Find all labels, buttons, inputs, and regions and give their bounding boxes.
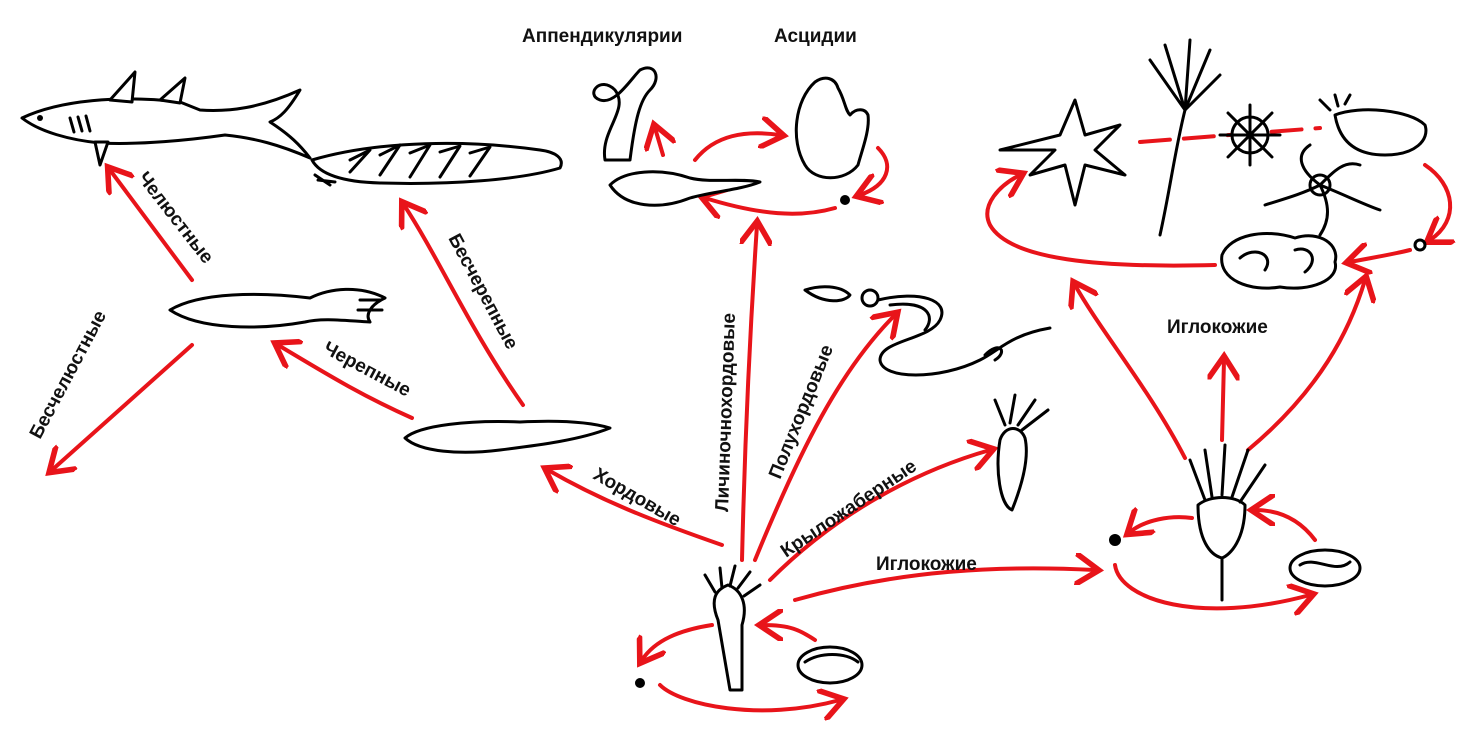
cycle-tunicate-4	[655, 128, 663, 157]
tadpole-larva-drawing	[403, 419, 612, 454]
cycle-bottom-1	[642, 623, 714, 660]
echinoderm-larva-drawing	[1220, 231, 1427, 290]
starfish-drawing	[998, 98, 1127, 207]
sea-cucumber-drawing	[1318, 93, 1428, 157]
sea-urchin-drawing	[1218, 103, 1282, 167]
cycle-echino-top-2	[1425, 163, 1450, 240]
cycle-tunicate-2	[860, 146, 890, 195]
label-jawless: Бесчелюстные	[26, 307, 111, 442]
arrow-chordata	[548, 470, 724, 547]
label-ascidia: Асцидии	[774, 26, 857, 47]
acorn-worm-drawing	[803, 285, 1052, 377]
appendicularian-drawing	[592, 66, 658, 162]
cycle-echino-top-1	[985, 175, 1217, 268]
arrow-echino-left	[1075, 285, 1187, 460]
stalked-echinoderm-drawing	[1109, 443, 1362, 602]
arrow-pterobranchia	[768, 450, 990, 582]
shark-drawing	[20, 70, 312, 167]
ancestral-polyp-drawing	[635, 564, 864, 692]
cycle-bottom-3	[763, 625, 817, 642]
cycle-echino-top-3	[1350, 250, 1412, 262]
cycle-tunicate-3	[705, 198, 837, 214]
label-echinodermata-main: Иглокожие	[876, 554, 977, 575]
cycle-right-3	[1255, 510, 1317, 542]
brittle-star-drawing	[1263, 143, 1382, 237]
ascidian-drawing	[794, 76, 870, 205]
arrow-echino-right	[1246, 280, 1365, 452]
label-pterobranchia: Крыложаберные	[777, 456, 921, 562]
cycle-bottom-2	[658, 683, 840, 710]
cycle-tunicate-1	[693, 133, 780, 162]
cycle-right-2	[1113, 563, 1310, 608]
sea-lily-drawing	[1148, 38, 1222, 237]
arrow-acrania	[404, 205, 525, 407]
pterobranch-drawing	[993, 393, 1050, 512]
lancelet-drawing	[310, 141, 563, 187]
label-echinodermata-right: Иглокожие	[1167, 317, 1268, 338]
label-urochordata: Личиночнохордовые	[712, 313, 740, 513]
arrow-cranial	[278, 345, 414, 420]
arrow-jawless	[52, 343, 194, 470]
jawless-fish-drawing	[168, 287, 387, 329]
arrow-echinodermata	[793, 568, 1095, 602]
label-appendicularia: Аппендикулярии	[522, 26, 682, 47]
arrows-layer	[52, 128, 1450, 710]
cycle-right-1	[1130, 517, 1194, 532]
arrow-echino-mid	[1222, 360, 1224, 442]
tadpole-larva-drawing	[608, 170, 762, 207]
label-hemichordata: Полухордовые	[765, 342, 838, 482]
arrow-hemichordata	[753, 315, 895, 562]
label-cranial: Черепные	[320, 338, 414, 402]
arrow-jawed	[110, 170, 194, 282]
arrow-urochordata	[742, 225, 757, 562]
